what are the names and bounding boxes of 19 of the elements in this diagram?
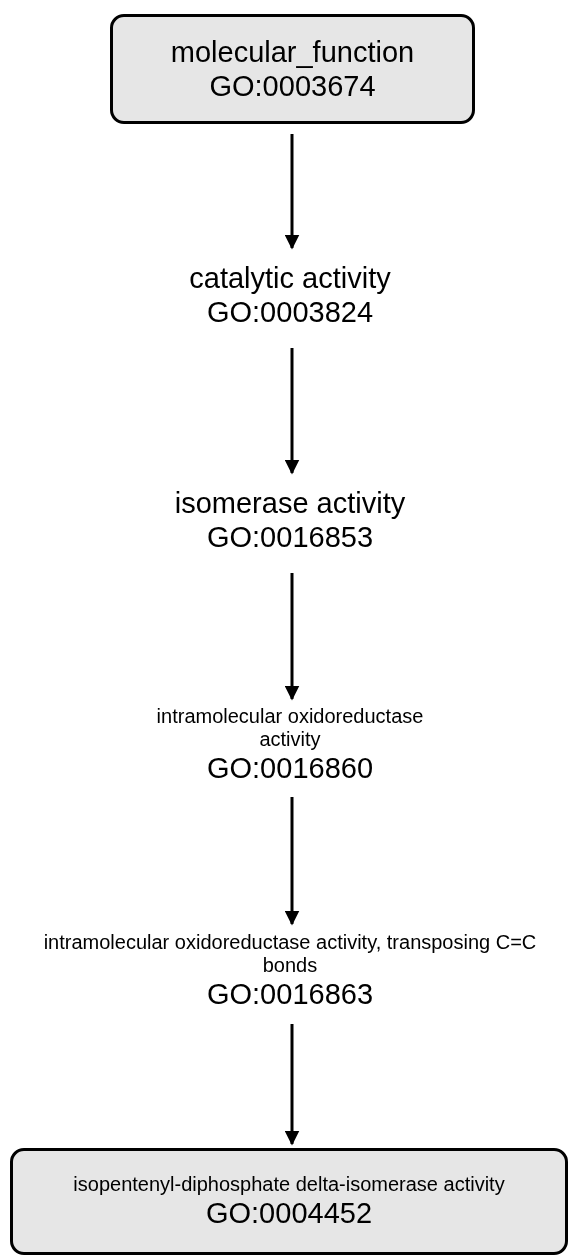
term-box — [10, 1148, 568, 1255]
arrow — [284, 1024, 300, 1146]
term-name: molecular_function — [170, 35, 415, 69]
arrow — [284, 797, 300, 926]
arrow — [284, 134, 300, 250]
term-id: GO:0003674 — [209, 69, 376, 103]
term-name: isomerase activity — [174, 486, 406, 520]
term-id: GO:0016853 — [206, 520, 374, 554]
term-name: isopentenyl-diphosphate delta-isomerase activity — [73, 1173, 505, 1196]
term-id: GO:0004452 — [205, 1196, 373, 1230]
term-name: intramolecular oxidoreductase activity — [155, 705, 425, 751]
term-name: catalytic activity — [189, 261, 391, 295]
term-box — [110, 14, 475, 124]
term-id: GO:0016863 — [206, 977, 374, 1011]
term-name: intramolecular oxidoreductase activity, transposing C=C bonds — [42, 931, 538, 977]
term-id: GO:0003824 — [206, 295, 374, 329]
term-id: GO:0016860 — [206, 751, 374, 785]
arrow — [284, 348, 300, 475]
arrow — [284, 573, 300, 701]
